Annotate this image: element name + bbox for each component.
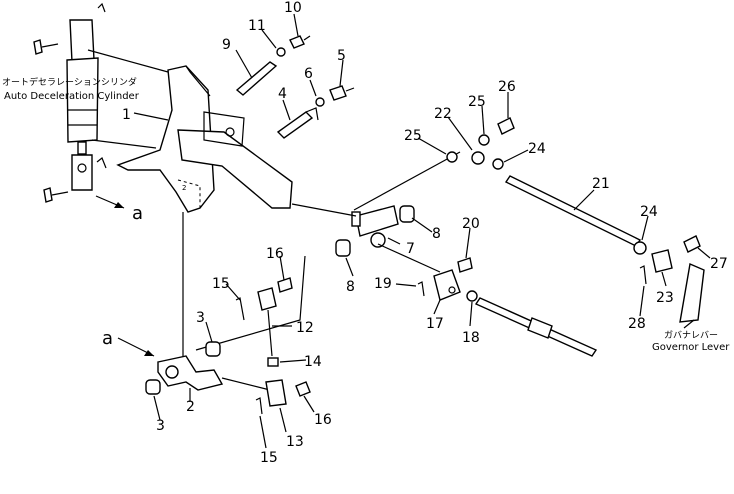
callout-16-bottom: 16	[314, 412, 332, 428]
governor-lever	[679, 263, 705, 323]
pin-part-9	[235, 61, 278, 96]
callout-21: 21	[592, 176, 610, 192]
callout-15-top: 15	[212, 276, 230, 292]
rod-end-part-13	[265, 379, 287, 407]
ref-label-a-left: a	[102, 328, 113, 349]
rod-part-21	[504, 175, 642, 247]
callout-28: 28	[628, 316, 646, 332]
pin-part-4	[276, 107, 319, 139]
nut-part-18	[466, 290, 478, 302]
callout-11: 11	[248, 18, 266, 34]
cable-assembly	[474, 297, 598, 357]
auto-deceleration-cylinder	[66, 2, 169, 191]
callout-27: 27	[710, 256, 728, 272]
washer-part-11	[276, 47, 286, 57]
callout-15-bottom: 15	[260, 450, 278, 466]
bolt-part-27	[683, 235, 701, 253]
callout-24-right: 24	[640, 204, 658, 220]
callout-3-bottom: 3	[156, 418, 165, 434]
link-line-lever	[195, 255, 306, 351]
cylinder-label-en: Auto Deceleration Cylinder	[4, 91, 140, 102]
governor-label-en: Governor Lever	[652, 342, 730, 353]
svg-text:2: 2	[182, 184, 186, 192]
nut-part-24-right	[633, 241, 647, 255]
pin-part-15-top	[235, 297, 245, 321]
callout-12: 12	[296, 320, 314, 336]
bolt-part-5	[329, 85, 355, 101]
pin-part-28	[639, 265, 647, 285]
callout-4: 4	[278, 86, 287, 102]
callout-6: 6	[304, 66, 313, 82]
clevis-part-23	[651, 249, 673, 273]
ref-label-a-top: a	[132, 203, 143, 224]
callout-25-top: 25	[468, 94, 486, 110]
bracket-plate-4	[177, 111, 293, 209]
callout-7: 7	[406, 241, 415, 257]
lever-part-7	[291, 203, 441, 273]
callout-8-left: 8	[346, 279, 355, 295]
callout-26: 26	[498, 79, 516, 95]
clevis-part-17	[433, 269, 461, 301]
callout-16-top: 16	[266, 246, 284, 262]
bolt-part-26	[497, 117, 515, 135]
bolt-part-20	[457, 257, 473, 273]
rod-end-part-12	[257, 287, 277, 357]
callout-8-right: 8	[432, 226, 441, 242]
lever-part-2	[157, 355, 271, 391]
leader-lines	[133, 13, 711, 449]
callout-1: 1	[122, 107, 131, 123]
pin-part-19	[417, 281, 425, 297]
callout-19: 19	[374, 276, 392, 292]
callout-14: 14	[304, 354, 322, 370]
nut-part-24-left	[492, 158, 504, 170]
callout-3-top: 3	[196, 310, 205, 326]
callout-13: 13	[286, 434, 304, 450]
bolt-part-16-top	[277, 277, 293, 293]
callout-23: 23	[656, 290, 674, 306]
cylinder-label-jp: オートデセラレーションシリンダ	[2, 76, 137, 88]
pin-part-15-bottom	[255, 397, 263, 415]
nut-part-25-top	[478, 134, 490, 146]
bushing-part-3-left	[145, 379, 161, 395]
nut-part-14	[267, 357, 279, 367]
bolt-part-16-bottom	[295, 381, 311, 397]
part-callouts: 1 2 3 3 4 5 6 7 8 8 9 10 11 12 13 14 15 …	[122, 0, 728, 466]
bolt-part-10	[289, 35, 311, 49]
bushing-part-8-right	[399, 205, 415, 223]
washer-part-6	[315, 97, 325, 107]
bolt-left-bottom	[43, 187, 69, 203]
callout-5: 5	[337, 48, 346, 64]
callout-18: 18	[462, 330, 480, 346]
callout-24-left: 24	[528, 141, 546, 157]
nut-part-25-left	[446, 151, 458, 163]
callout-9: 9	[222, 37, 231, 53]
bushing-part-3-right	[205, 341, 221, 357]
governor-label-jp: ガバナレバー	[664, 330, 718, 341]
callout-17: 17	[426, 316, 444, 332]
bushing-part-8-left	[335, 239, 351, 257]
callout-22: 22	[434, 106, 452, 122]
callout-25-left: 25	[404, 128, 422, 144]
callout-10: 10	[284, 0, 302, 16]
callout-2: 2	[186, 399, 195, 415]
callout-20: 20	[462, 216, 480, 232]
bolt-left-top	[33, 39, 59, 55]
rod-end-part-22	[471, 151, 485, 165]
